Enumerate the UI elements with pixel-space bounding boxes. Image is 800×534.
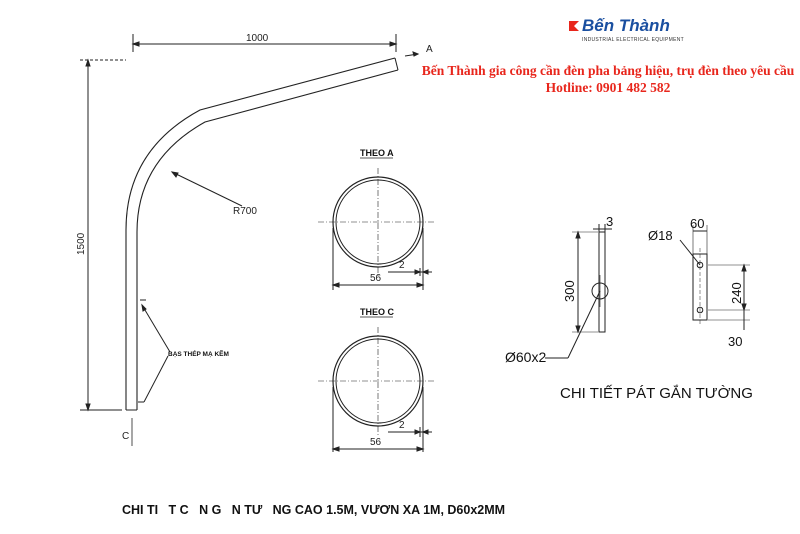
section-a-thickness: 2 — [399, 260, 405, 271]
bracket-spacing-label: 240 — [729, 282, 744, 304]
height-label: 1500 — [76, 232, 87, 255]
section-c-width: 56 — [370, 437, 382, 448]
radius-leader: R700 — [170, 171, 257, 217]
bracket-title: CHI TIẾT PÁT GẮN TƯỜNG — [560, 384, 753, 402]
logo-mark-icon — [569, 21, 579, 31]
section-c-view: THEO C 56 2 — [318, 307, 436, 452]
logo-name: Bến Thành — [582, 16, 670, 35]
bracket-offset-label: 30 — [728, 334, 742, 349]
section-a-title: THEO A — [360, 148, 394, 158]
bracket-pipe-label: Ø60x2 — [505, 349, 546, 365]
bracket-side-view: 3 300 Ø60x2 — [505, 214, 613, 365]
radius-label: R700 — [233, 206, 257, 217]
base-leader: BẠS THÉP MẠ KẼM — [141, 303, 229, 403]
brand-logo: Bến Thành INDUSTRIAL ELECTRICAL EQUIPMEN… — [568, 16, 684, 50]
section-c-letter: C — [122, 431, 129, 442]
bracket-front-view: 60 Ø18 240 30 — [648, 216, 750, 349]
dimension-height: 1500 — [76, 58, 126, 412]
bracket-height-label: 300 — [562, 280, 577, 302]
section-marker-c: C — [122, 418, 133, 446]
promo-line-1: Bến Thành gia công cần đèn pha bảng hiệu… — [421, 63, 795, 78]
section-a-view: THEO A 56 2 — [318, 148, 436, 290]
bracket-hole-label: Ø18 — [648, 228, 673, 243]
promo-banner: Bến Thành gia công cần đèn pha bảng hiệu… — [418, 62, 798, 96]
section-c-title: THEO C — [360, 307, 395, 317]
drawing-caption: CHI TI T C N G N TƯ NG CAO 1.5M, VƯƠN XA… — [122, 503, 506, 517]
base-label: BẠS THÉP MẠ KẼM — [168, 349, 229, 358]
section-marker-a: A — [404, 44, 433, 57]
section-c-thickness: 2 — [399, 420, 405, 431]
length-label: 1000 — [246, 33, 269, 44]
dimension-length: 1000 — [131, 33, 398, 52]
bracket-thickness-label: 3 — [606, 214, 613, 229]
section-a-letter: A — [426, 44, 433, 55]
promo-hotline: Hotline: 0901 482 582 — [545, 80, 671, 95]
section-a-width: 56 — [370, 273, 382, 284]
lamp-arm — [125, 57, 399, 411]
bracket-width-label: 60 — [690, 216, 704, 231]
logo-subtitle: INDUSTRIAL ELECTRICAL EQUIPMENT — [582, 37, 684, 43]
